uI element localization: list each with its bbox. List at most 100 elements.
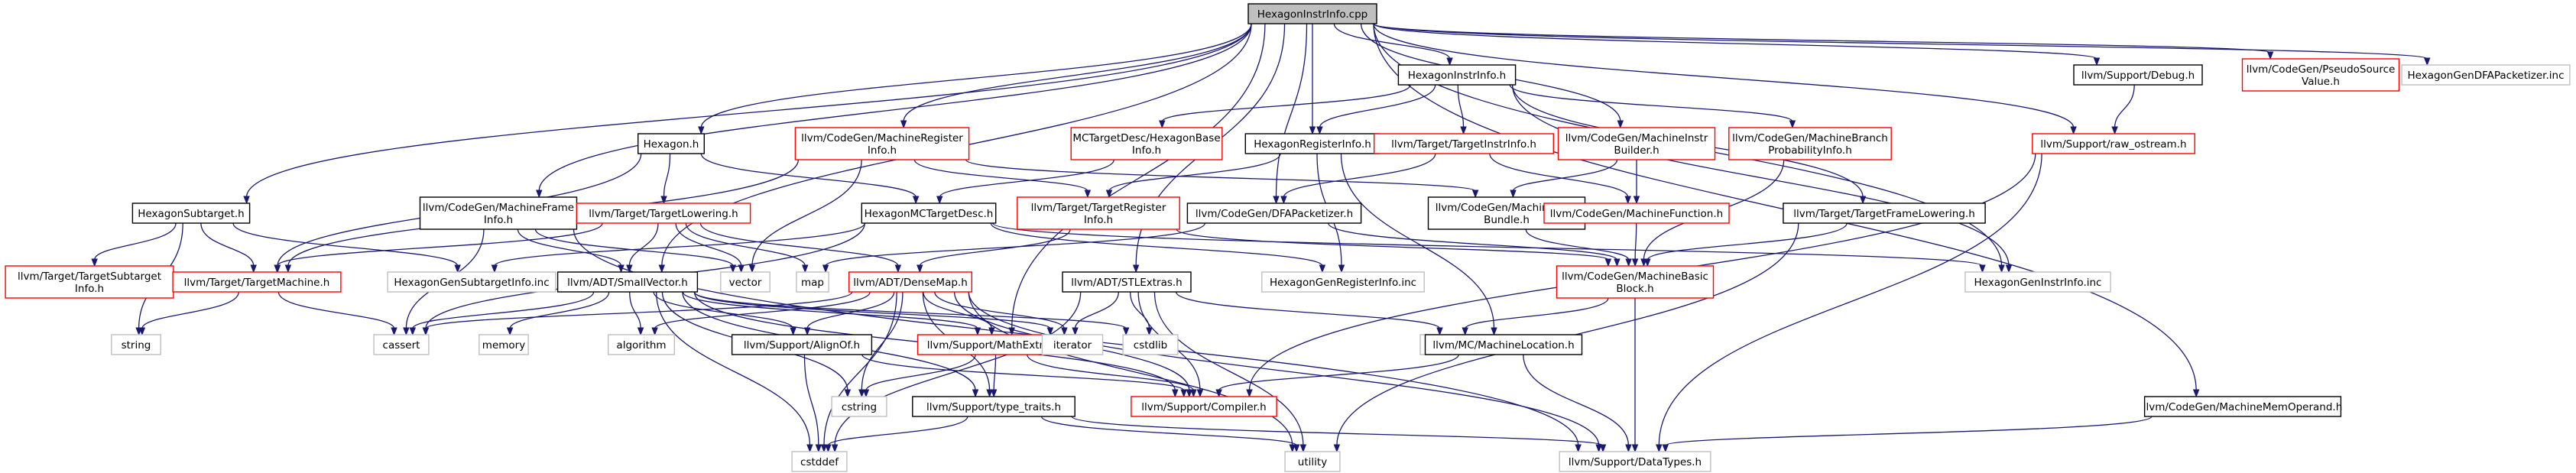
- node-label: HexagonGenInstrInfo.inc: [1974, 277, 2102, 289]
- edge-subtarget-to-subtargetinfo_inc: [232, 222, 461, 274]
- node-mfunction[interactable]: llvm/CodeGen/MachineFunction.h: [1543, 202, 1730, 224]
- node-smallvector[interactable]: llvm/ADT/SmallVector.h: [556, 271, 699, 293]
- node-cstdlib: cstdlib: [1122, 334, 1179, 355]
- edge-root-to-instrinfo_h: [1333, 23, 1453, 66]
- edge-stlextras-to-cstdlib: [1130, 291, 1153, 336]
- node-mmemoperand[interactable]: llvm/CodeGen/MachineMemOperand.h: [2143, 396, 2343, 417]
- node-box: [861, 202, 997, 224]
- node-utility: utility: [1284, 451, 1341, 472]
- node-label: string: [122, 339, 151, 352]
- edge-mfunction-to-mbasicblock: [1631, 222, 1639, 267]
- node-label: llvm/Target/TargetInstrInfo.h: [1391, 138, 1536, 151]
- edge-stlextras-to-iterator: [1072, 291, 1119, 336]
- node-label: llvm/ADT/STLExtras.h: [1071, 277, 1182, 289]
- edge-root-to-subtarget: [243, 23, 1252, 205]
- node-mbranchprob[interactable]: llvm/CodeGen/MachineBranchProbabilityInf…: [1728, 127, 1892, 160]
- edge-hexagon_h-to-ttargetlowering: [660, 153, 671, 205]
- edge-densemap-to-mathextras: [923, 291, 995, 336]
- node-box: [1186, 202, 1362, 224]
- node-label: llvm/Support/AlignOf.h: [744, 339, 860, 352]
- edge-root-to-hexagon_h: [698, 23, 1252, 135]
- node-box: [2401, 64, 2571, 86]
- node-box: [419, 196, 578, 230]
- node-debug_h[interactable]: llvm/Support/Debug.h: [2073, 64, 2203, 86]
- edge-layer: [91, 23, 2431, 453]
- node-label: HexagonGenSubtargetInfo.inc: [394, 277, 549, 289]
- node-label: cstddef: [800, 456, 839, 468]
- node-label: llvm/CodeGen/MachineRegister: [801, 132, 963, 144]
- node-label: HexagonGenDFAPacketizer.inc: [2408, 70, 2565, 82]
- edge-mctargetdesc-to-instrinfo_inc: [992, 222, 1986, 274]
- edge-smallvector-to-cassert: [409, 291, 595, 336]
- edge-densemap-to-iterator: [934, 291, 1068, 336]
- node-root[interactable]: HexagonInstrInfo.cpp: [1247, 3, 1377, 24]
- node-label: MCTargetDesc/HexagonBase: [1072, 132, 1220, 144]
- edge-minstrbundle-to-mbasicblock: [1525, 228, 1632, 267]
- node-subtargetinfo_inc: HexagonGenSubtargetInfo.inc: [387, 271, 556, 293]
- node-label: llvm/CodeGen/DFAPacketizer.h: [1196, 208, 1353, 220]
- node-box: [638, 133, 706, 154]
- node-ttargetlowering[interactable]: llvm/Target/TargetLowering.h: [576, 202, 751, 224]
- node-mclocation[interactable]: llvm/MC/MachineLocation.h: [1424, 334, 1583, 355]
- node-box: [1041, 334, 1104, 355]
- edge-debug_h-to-rawostream: [2111, 84, 2135, 135]
- edge-mctargetdesc-to-reginfo_inc: [990, 222, 1326, 274]
- node-instrinfo_inc: HexagonGenInstrInfo.inc: [1964, 271, 2111, 293]
- edge-densemap-to-utility: [968, 291, 1296, 453]
- node-box: [1427, 196, 1586, 230]
- node-memory: memory: [479, 334, 529, 355]
- node-mctargetdesc[interactable]: HexagonMCTargetDesc.h: [861, 202, 997, 224]
- edge-dfapacketizer_h-to-mbasicblock: [1328, 222, 1621, 267]
- node-label: llvm/CodeGen/MachineMemOperand.h: [2143, 401, 2343, 413]
- node-box: [1557, 127, 1716, 160]
- node-box: [5, 265, 174, 299]
- node-box: [720, 271, 771, 293]
- edge-typetraits-to-utility: [1040, 416, 1300, 453]
- edge-mathextras-to-cstring: [862, 354, 976, 398]
- node-stlextras[interactable]: llvm/ADT/STLExtras.h: [1062, 271, 1192, 293]
- node-typetraits[interactable]: llvm/Support/type_traits.h: [912, 396, 1075, 417]
- node-compiler[interactable]: llvm/Support/Compiler.h: [1131, 396, 1277, 417]
- node-instrinfo_h[interactable]: HexagonInstrInfo.h: [1397, 64, 1517, 86]
- edge-mbasicblock-to-datatypes: [1631, 297, 1639, 453]
- node-tinstrinfo[interactable]: llvm/Target/TargetInstrInfo.h: [1373, 133, 1554, 154]
- node-hexagon_h[interactable]: Hexagon.h: [638, 133, 706, 154]
- node-box: [2241, 58, 2400, 92]
- node-reginfo_h[interactable]: HexagonRegisterInfo.h: [1244, 133, 1380, 154]
- node-label: HexagonMCTargetDesc.h: [865, 208, 994, 220]
- edge-densemap-to-cstring: [858, 291, 904, 398]
- node-label: llvm/CodeGen/MachineBranch: [1732, 132, 1888, 144]
- edge-minstrbuilder-to-mfunction: [1633, 160, 1640, 205]
- edge-stlextras-to-functional: [1176, 291, 1443, 336]
- node-label: Info.h: [1132, 144, 1161, 157]
- edge-mreginfo-to-tregisterinfo: [913, 159, 1092, 199]
- node-label: HexagonInstrInfo.h: [1408, 70, 1506, 82]
- edge-typetraits-to-datatypes: [1071, 416, 1607, 453]
- edge-mclocation-to-datatypes: [1523, 354, 1632, 453]
- node-alignof[interactable]: llvm/Support/AlignOf.h: [731, 334, 873, 355]
- node-densemap[interactable]: llvm/ADT/DenseMap.h: [848, 271, 972, 293]
- node-cassert: cassert: [373, 334, 430, 355]
- node-dfapacketizer_h[interactable]: llvm/CodeGen/DFAPacketizer.h: [1186, 202, 1362, 224]
- node-label: Info.h: [1084, 214, 1113, 226]
- node-box: [1397, 64, 1517, 86]
- node-box: [912, 396, 1075, 417]
- node-rawostream[interactable]: llvm/Support/raw_ostream.h: [2032, 133, 2195, 154]
- node-label: cstring: [842, 401, 877, 413]
- node-ttargetmachine[interactable]: llvm/Target/TargetMachine.h: [172, 271, 342, 293]
- node-subtarget[interactable]: HexagonSubtarget.h: [131, 202, 251, 224]
- node-box: [387, 271, 556, 293]
- edge-rawostream-to-datatypes: [1656, 153, 2042, 453]
- node-tframelowering[interactable]: llvm/Target/TargetFrameLowering.h: [1783, 202, 1986, 224]
- node-label: HexagonSubtarget.h: [138, 208, 244, 220]
